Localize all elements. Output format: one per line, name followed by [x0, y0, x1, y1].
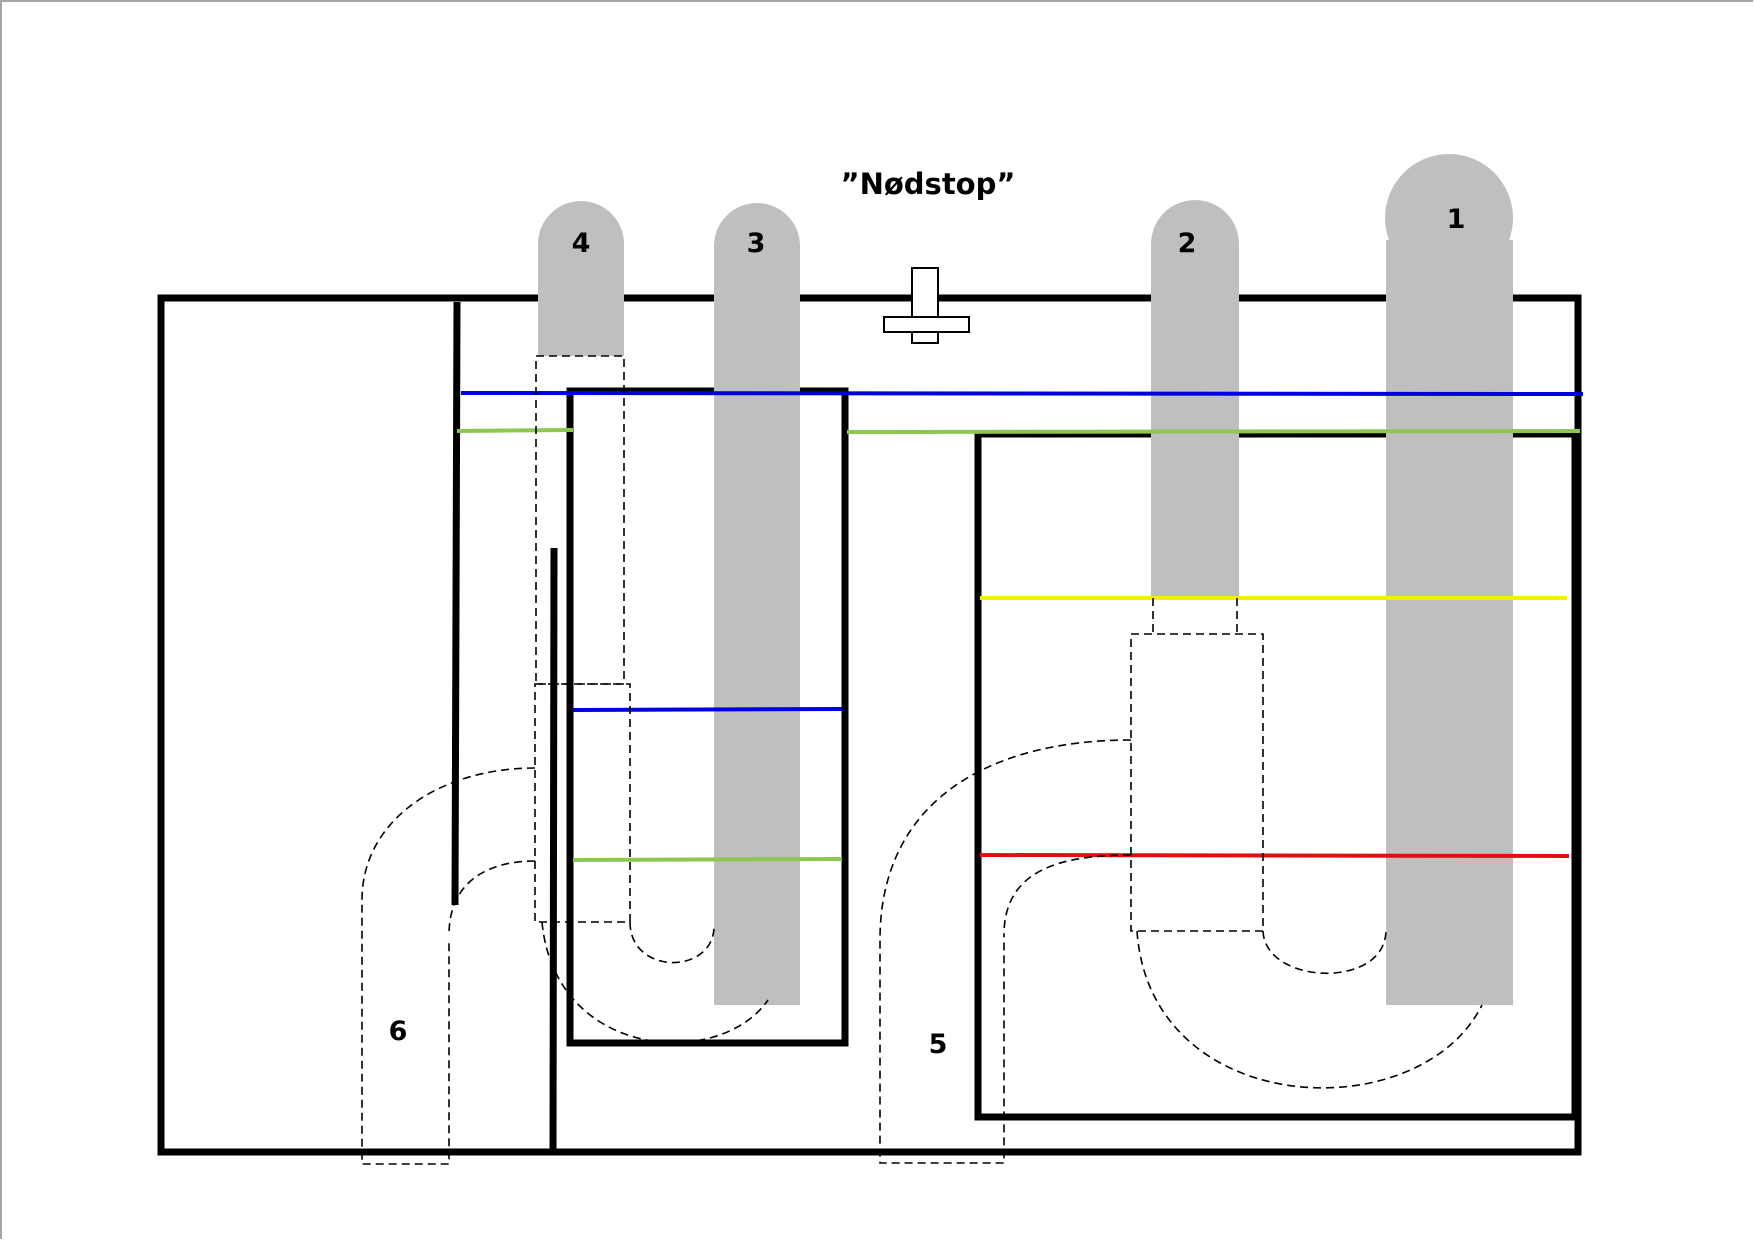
pipe-4-dashed-lower: [534, 683, 631, 923]
pipe-2-cap: [1151, 200, 1239, 288]
emergency-stop-valve-icon[interactable]: [883, 267, 970, 344]
pipe-1-through-chamber: [1386, 427, 1513, 441]
pipe-1-dashed-u-inner: [1262, 929, 1387, 975]
diagram-title: ”Nødstop”: [841, 167, 1016, 201]
valve-handle[interactable]: [883, 316, 970, 333]
pipe-2-dashed-body: [1130, 633, 1264, 932]
sump-outer-wall: [157, 294, 1582, 1156]
level-blue-upper: [460, 391, 1584, 396]
pipe-5-dashed-path: [879, 739, 1132, 1164]
level-green-upper-left: [456, 428, 574, 433]
pipe-6-label: 6: [389, 1016, 408, 1047]
pipe-3-body: [714, 246, 800, 1005]
pipe-6-dashed-path: [361, 767, 536, 1165]
pipe-1: [1385, 154, 1513, 1005]
pipe-3-label: 3: [747, 228, 766, 259]
baffle-left: [451, 301, 461, 906]
pipe-3-dashed-u-inner: [629, 921, 715, 964]
pipe-1-cap: [1385, 154, 1513, 282]
water-levels: [456, 391, 1584, 862]
pipe-4: [538, 201, 624, 356]
pipe-1-through-wall: [1386, 290, 1513, 306]
pipe-3-through-wall: [714, 290, 800, 306]
pipe-6-dashed-outer: [361, 767, 536, 1165]
pipe-2-label: 2: [1178, 228, 1197, 259]
baffle-right: [549, 547, 558, 1151]
pipe-1-dashed-u-outer: [1136, 930, 1483, 1089]
pipe-3: [714, 203, 800, 1005]
pipe-6-dashed-inner: [448, 860, 536, 936]
pipe-3-through-chamber: [714, 384, 800, 398]
level-blue-lower: [572, 707, 843, 712]
pipe-4-dashed-path: [534, 355, 769, 1044]
pipe-4-label: 4: [572, 228, 591, 259]
level-green-lower: [572, 857, 843, 862]
pipe-1-body: [1386, 240, 1513, 1005]
pipe-2-through-chamber: [1151, 427, 1239, 441]
pipe-4-dashed-upper: [535, 355, 625, 685]
pipe-5-label: 5: [929, 1029, 948, 1060]
right-chamber-wall: [974, 430, 1579, 1121]
pipe-5-dashed-inner: [1003, 854, 1132, 936]
pipe-4-cap: [538, 201, 624, 287]
pipe-2-dashed-path: [1130, 598, 1483, 1089]
pipe-5-dashed-outer: [879, 739, 1132, 1164]
pipe-2-through-wall: [1151, 290, 1239, 306]
pipe-2-dashed-neck: [1152, 598, 1238, 634]
pipe-3-cap: [714, 203, 800, 289]
pipe-1-label: 1: [1447, 204, 1466, 235]
level-green-upper-right: [846, 429, 1581, 434]
level-red: [979, 853, 1570, 858]
pipe-4-through-wall: [538, 290, 624, 306]
middle-chamber-wall: [566, 387, 849, 1047]
pipe-2: [1151, 200, 1239, 598]
